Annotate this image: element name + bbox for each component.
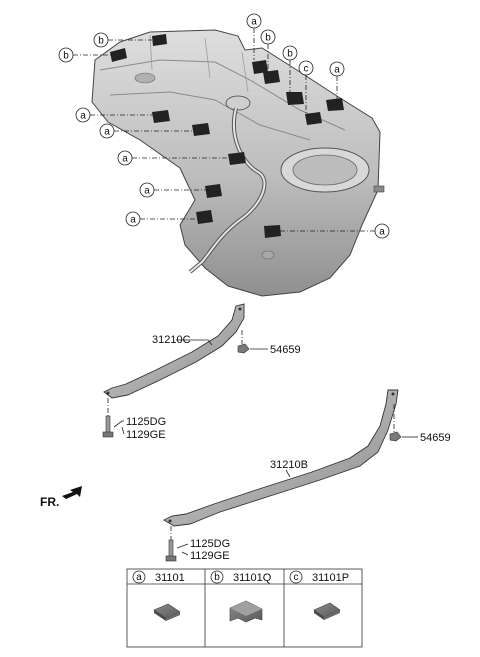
fuel-pump-ring bbox=[292, 154, 358, 186]
svg-text:a: a bbox=[379, 227, 385, 238]
strap-band bbox=[103, 303, 245, 399]
svg-text:c: c bbox=[304, 64, 309, 75]
svg-text:b: b bbox=[287, 49, 293, 60]
svg-text:b: b bbox=[214, 572, 220, 583]
svg-text:a: a bbox=[122, 154, 128, 165]
strap-hole bbox=[168, 519, 172, 523]
pad-illustration-31101q bbox=[229, 600, 263, 623]
callout-c: c bbox=[298, 60, 314, 76]
tank-boss bbox=[261, 250, 275, 260]
callout-leaders bbox=[73, 28, 375, 232]
insulator-pad bbox=[152, 34, 167, 46]
insulator-pad bbox=[205, 184, 222, 198]
part-label-bolt-upper-1: 1125DG bbox=[126, 416, 166, 428]
part-label-nut-lower: 54659 bbox=[420, 432, 451, 444]
svg-text:b: b bbox=[63, 51, 69, 62]
callout-b: b bbox=[58, 47, 74, 63]
insulator-pad bbox=[326, 98, 344, 111]
legend-part-a: 31101 bbox=[155, 572, 185, 584]
svg-text:a: a bbox=[104, 127, 110, 138]
pad-illustration-31101 bbox=[153, 603, 181, 621]
insulator-pad bbox=[252, 60, 268, 74]
insulator-pad bbox=[192, 123, 210, 136]
tank-fitting bbox=[373, 185, 385, 193]
legend-header-b: b 31101Q bbox=[210, 570, 272, 584]
callout-b: b bbox=[93, 32, 109, 48]
bolt-upper bbox=[102, 415, 114, 438]
insulator-pad bbox=[305, 112, 322, 125]
strap-hole bbox=[391, 392, 395, 396]
tank-dome bbox=[134, 72, 156, 84]
insulator-pad bbox=[228, 152, 246, 165]
svg-text:a: a bbox=[251, 17, 257, 28]
callout-a: a bbox=[125, 211, 141, 227]
strap-hole bbox=[106, 391, 110, 395]
callout-a: a bbox=[246, 13, 262, 29]
vent-valve bbox=[225, 95, 251, 111]
nut-54659-upper bbox=[237, 343, 250, 354]
front-arrow-icon bbox=[62, 486, 82, 499]
callout-a: a bbox=[99, 123, 115, 139]
front-label: FR. bbox=[40, 495, 59, 509]
svg-text:a: a bbox=[80, 111, 86, 122]
strap-31210b bbox=[163, 389, 399, 527]
insulator-pad bbox=[263, 70, 280, 84]
strap-31210c bbox=[103, 303, 245, 399]
part-label-strap-upper: 31210C bbox=[152, 334, 191, 346]
insulator-pad bbox=[152, 110, 170, 123]
tank-pads bbox=[110, 34, 344, 238]
part-label-nut-upper: 54659 bbox=[270, 344, 301, 356]
svg-text:a: a bbox=[130, 215, 136, 226]
strap-hole bbox=[238, 307, 242, 311]
vent-pipe-highlight bbox=[189, 107, 266, 273]
callout-a: a bbox=[329, 61, 345, 77]
insulator-pad bbox=[286, 92, 304, 105]
fuel-tank-ridge bbox=[99, 59, 346, 141]
callout-bubbles: a b b c a b b a a a a a a bbox=[58, 13, 390, 239]
part-label-bolt-lower-2: 1129GE bbox=[190, 550, 230, 562]
legend-header-c: c 31101P bbox=[289, 570, 349, 584]
callout-a: a bbox=[139, 182, 155, 198]
svg-text:a: a bbox=[334, 65, 340, 76]
front-direction-marker: FR. bbox=[40, 486, 82, 509]
svg-text:b: b bbox=[265, 33, 271, 44]
callout-a: a bbox=[117, 150, 133, 166]
insulator-pad bbox=[110, 48, 127, 62]
pad-illustration-31101p bbox=[313, 602, 341, 620]
legend-table: a 31101 b 31101Q c 31101P bbox=[126, 568, 363, 648]
part-label-bolt-upper-2: 1129GE bbox=[126, 429, 166, 441]
legend-part-c: 31101P bbox=[312, 572, 349, 584]
nut-54659-lower bbox=[389, 431, 402, 442]
callout-b: b bbox=[282, 45, 298, 61]
strap-band bbox=[163, 389, 399, 527]
svg-text:c: c bbox=[294, 572, 299, 583]
legend-header-a: a 31101 bbox=[132, 570, 185, 584]
svg-text:b: b bbox=[98, 36, 104, 47]
callout-a: a bbox=[374, 223, 390, 239]
insulator-pad bbox=[264, 225, 281, 238]
bolt-lower bbox=[165, 539, 177, 562]
part-label-strap-lower: 31210B bbox=[270, 459, 308, 471]
callout-a: a bbox=[75, 107, 91, 123]
svg-text:a: a bbox=[136, 572, 142, 583]
part-label-bolt-lower-1: 1125DG bbox=[190, 538, 230, 550]
svg-text:a: a bbox=[144, 186, 150, 197]
legend-part-b: 31101Q bbox=[233, 572, 272, 584]
callout-b: b bbox=[260, 29, 276, 45]
fuel-tank-ridge bbox=[149, 34, 249, 93]
insulator-pad bbox=[196, 210, 213, 224]
